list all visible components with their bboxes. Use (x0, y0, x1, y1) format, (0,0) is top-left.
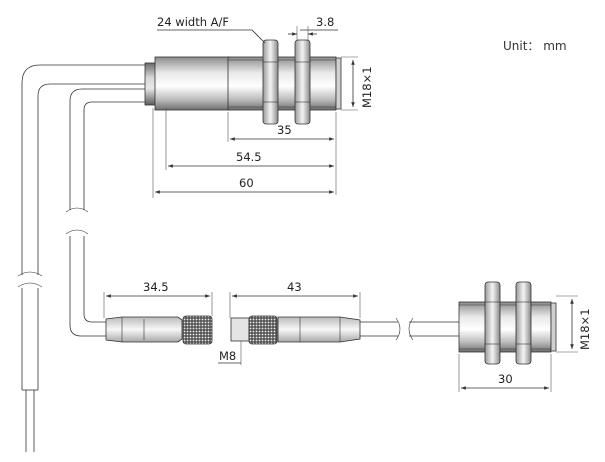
top-sensor-dimensions: 24 width A/F 3.8 M18×1 35 54.5 60 (152, 15, 374, 198)
left-connector (105, 315, 213, 345)
connector-dimensions: 34.5 43 M8 (103, 280, 361, 365)
short-sensor-nut-right (515, 281, 532, 365)
right-connector (230, 315, 401, 345)
nut-width-label: 24 width A/F (157, 15, 229, 29)
top-sensor (144, 39, 342, 125)
m8-thread-label: M8 (219, 349, 236, 363)
thread-length-label: 35 (277, 123, 292, 137)
short-sensor (408, 281, 557, 365)
body-length-label: 54.5 (236, 150, 262, 164)
sensor-cable (17, 64, 150, 452)
short-sensor-dimensions: M18×1 30 (458, 295, 592, 392)
right-connector-length-label: 43 (287, 280, 302, 294)
short-length-label: 30 (498, 372, 513, 386)
short-sensor-nut-left (484, 281, 501, 365)
nut-thickness-label: 3.8 (316, 15, 334, 29)
left-connector-length-label: 34.5 (143, 280, 169, 294)
top-thread-label: M18×1 (360, 66, 374, 108)
overall-length-label: 60 (239, 176, 254, 190)
top-sensor-nut-right (294, 39, 311, 125)
unit-label: Unit： mm (503, 39, 567, 53)
short-thread-label: M18×1 (578, 308, 592, 350)
top-sensor-nut-left (262, 39, 279, 125)
